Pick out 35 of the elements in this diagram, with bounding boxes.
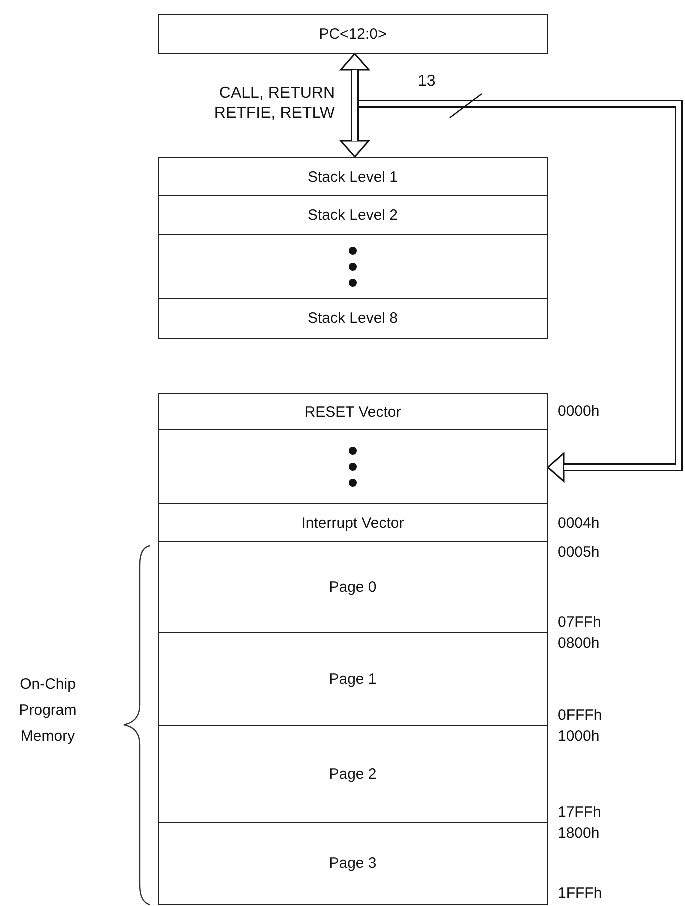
stack-level-box: [158, 157, 548, 197]
memory-block: [158, 503, 548, 543]
bus-arrow: [359, 100, 683, 482]
block-label: Interrupt Vector: [302, 514, 404, 532]
block-label: PC<12:0>: [319, 26, 387, 42]
block-label: Page 3: [329, 855, 377, 872]
stack-level-box: [158, 298, 548, 339]
block-label: RESET Vector: [304, 404, 402, 420]
stack-level-box: [158, 195, 548, 236]
address-label: 0800h: [558, 635, 600, 652]
address-label: 0000h: [558, 403, 600, 420]
block-label: Page 0: [329, 579, 377, 596]
stack-level-box: [158, 234, 548, 300]
address-label: 07FFh: [558, 614, 602, 631]
block-label: Stack Level 1: [308, 168, 398, 186]
address-label: 0FFFh: [558, 707, 602, 724]
address-label: 1FFFh: [558, 885, 602, 902]
bidirectional-arrow: [340, 53, 370, 158]
register-box: [158, 14, 548, 54]
memory-block: [158, 822, 548, 905]
memory-block: [158, 541, 548, 634]
memory-block: [158, 725, 548, 824]
block-label: Page 1: [329, 671, 377, 688]
address-label: 1000h: [558, 728, 600, 745]
block-label: Stack Level 2: [308, 207, 398, 224]
block-label: Stack Level 8: [308, 310, 398, 327]
block-label: Page 2: [329, 766, 377, 783]
memory-block: [158, 632, 548, 727]
memory-block: [158, 393, 548, 431]
address-label: 0005h: [558, 544, 600, 561]
memory-block: [158, 429, 548, 505]
address-label: 1800h: [558, 825, 600, 842]
address-label: 0004h: [558, 514, 600, 532]
group-label: On-Chip Program Memory: [18, 675, 78, 747]
address-label: 17FFh: [558, 804, 602, 821]
